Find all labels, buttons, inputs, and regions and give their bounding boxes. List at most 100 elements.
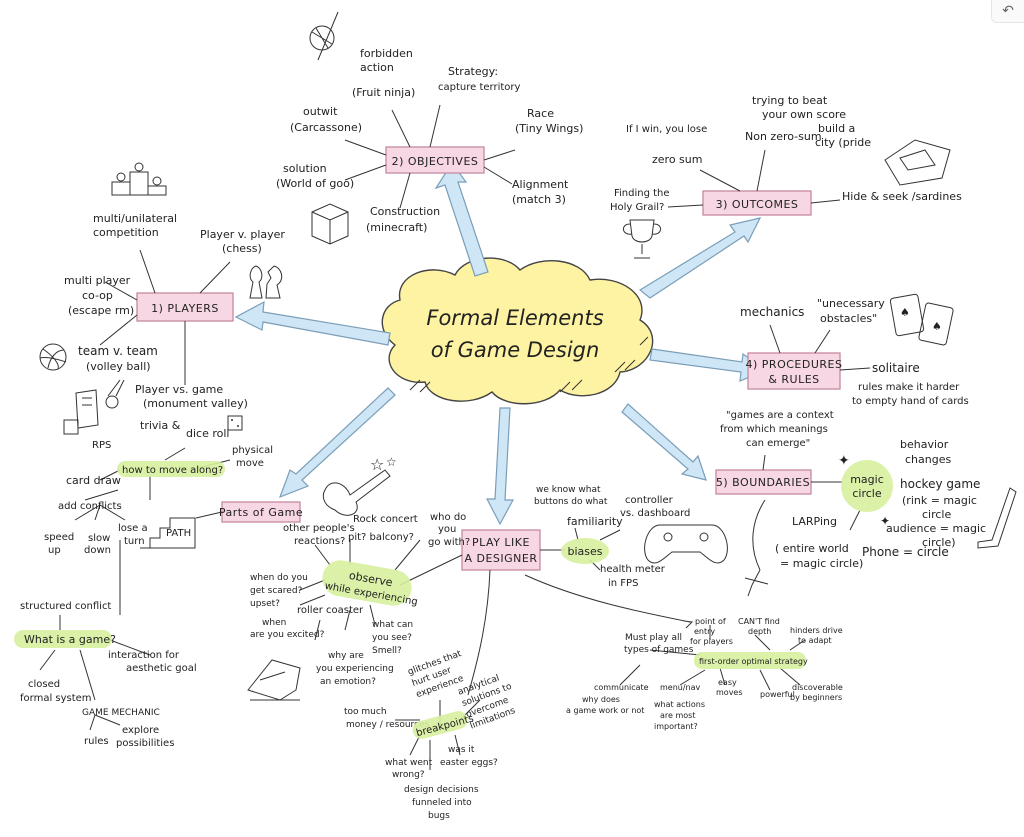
whatgame-interaction-1: interaction for [108, 650, 180, 661]
outcomes-beat-1: trying to beat [752, 94, 828, 107]
objectives-align-1: Alignment [512, 178, 569, 191]
undo-icon: ↶ [1002, 3, 1014, 19]
sparkle-icon-2: ✦ [880, 514, 890, 528]
arrow-to-objectives [434, 161, 489, 277]
boundaries-behavior-2: changes [905, 453, 951, 466]
parts-speed-1: speed [44, 532, 74, 543]
box-parts: Parts of Game [219, 501, 303, 523]
experience-why-2: you experiencing [316, 664, 394, 674]
objectives-race-1: Race [527, 107, 554, 120]
arrow-to-outcomes [638, 217, 762, 299]
parts-conflicts: add conflicts [58, 501, 122, 512]
players-branch: multi/unilateral competition Player v. p… [39, 162, 285, 410]
strategy-mustplay-1: Must play all [625, 633, 682, 643]
experience-branch: ☆☆ other people's reactions? Rock concer… [247, 455, 470, 701]
parts-branch: RPS trivia & dice roll physical move car… [44, 379, 273, 615]
boundaries-context-1: "games are a context [726, 410, 834, 421]
svg-text:♠: ♠ [932, 320, 942, 333]
experience-rock-2: pit? balcony? [348, 532, 414, 543]
path-stairs-icon [140, 517, 196, 549]
box-procedures: 4) PROCEDURES & RULES [746, 352, 843, 390]
outcomes-beat-2: your own score [762, 108, 846, 121]
fruit-slice-icon [309, 11, 339, 61]
experience-scared-1: when do you [250, 573, 308, 583]
experience-highlight [322, 560, 412, 606]
experience-excited-1: when [262, 618, 286, 628]
whatgame-structured: structured conflict [20, 601, 111, 612]
box-objectives: 2) OBJECTIVES [385, 146, 485, 174]
strategy-communicate: communicate [594, 683, 649, 692]
sparkle-icon: ✦ [838, 453, 850, 469]
biases-familiarity: familiarity [567, 515, 623, 528]
outcomes-grail-2: Holy Grail? [610, 202, 664, 213]
experience-why-1: why are [328, 651, 364, 661]
outcomes-zerosum: zero sum [652, 153, 702, 166]
outcomes-nonzero: Non zero-sum [745, 130, 822, 143]
box-outcomes: 3) OUTCOMES [702, 190, 812, 216]
strategy-easy-2: moves [716, 688, 743, 697]
rollercoaster-icon [247, 659, 301, 701]
strategy-cant-2: depth [748, 627, 771, 636]
experience-see-2: you see? [372, 633, 412, 643]
center-cloud: Formal Elements of Game Design [381, 257, 654, 405]
arrow-to-boundaries [621, 403, 707, 481]
experience-see-1: what can [372, 620, 413, 630]
box-outcomes-label: 3) OUTCOMES [716, 198, 799, 211]
objectives-outwit-2: (Carcassone) [290, 121, 362, 134]
strategy-highlight [694, 652, 806, 669]
objectives-forbidden-1: forbidden [360, 47, 413, 60]
hockey-stick-icon [977, 487, 1017, 549]
players-team-2: (volley ball) [86, 360, 151, 373]
strategy-actions-2: are most [660, 711, 695, 720]
arrow-to-designer [486, 407, 515, 526]
outcomes-hide: Hide & seek /sardines [842, 190, 962, 203]
experience-scared-2: get scared? [250, 586, 303, 596]
boundaries-larp: LARPing [792, 515, 837, 528]
experience-why-3: an emotion? [320, 677, 376, 687]
parts-howmove: how to move along? [122, 465, 223, 476]
whatgame-closed-2: formal system [20, 693, 92, 704]
boundaries-phone: Phone = circle [862, 545, 949, 559]
objectives-race-2: (Tiny Wings) [515, 122, 583, 135]
whatgame-rules: rules [84, 736, 109, 747]
rps-icon [63, 379, 125, 435]
whatgame-interaction-2: aesthetic goal [126, 663, 197, 674]
objectives-construct-2: (minecraft) [366, 221, 427, 234]
whatgame-explore-1: explore [122, 725, 159, 736]
objectives-align-2: (match 3) [512, 193, 566, 206]
boundaries-branch: "games are a context from which meanings… [720, 410, 1017, 597]
undo-button[interactable]: ↶ [991, 0, 1024, 23]
boundaries-context-3: can emerge" [746, 438, 810, 449]
box-designer: PLAY LIKE A DESIGNER [461, 529, 541, 571]
breakpoints-highlight [412, 711, 468, 739]
strategy-entry-1: point of [695, 617, 726, 626]
strategy-easy-1: easy [718, 678, 737, 687]
experience-see-3: Smell? [372, 646, 402, 656]
box-procedures-line1: 4) PROCEDURES [746, 358, 843, 371]
svg-text:♠: ♠ [900, 306, 910, 319]
players-multi-1: multi/unilateral [93, 212, 177, 225]
box-boundaries: 5) BOUNDARIES [715, 469, 812, 495]
boundaries-world-2: = magic circle) [780, 557, 863, 570]
strategy-menu: menu/nav [660, 683, 701, 692]
breakpoints-design-3: bugs [428, 811, 450, 821]
objectives-strategy-2: capture territory [438, 82, 521, 93]
experience-who-1: who do [430, 512, 466, 523]
players-team-1: team v. team [78, 344, 158, 358]
strategy-title: first-order optimal strategy [699, 657, 808, 666]
outcomes-branch: trying to beat your own score Non zero-s… [610, 94, 962, 259]
volleyball-icon [39, 343, 67, 371]
boundaries-hockey-2: (rink = magic [902, 494, 977, 507]
strategy-cant-1: CAN'T find [738, 617, 780, 626]
breakpoints-toomuch-2: money / resources [346, 720, 430, 730]
procedures-rules-2: to empty hand of cards [852, 396, 969, 407]
objectives-solution-1: solution [283, 162, 327, 175]
minecraft-block-icon [311, 203, 349, 245]
breakpoints-design-1: design decisions [404, 785, 479, 795]
biases-title: biases [567, 545, 602, 558]
experience-who-2: you [438, 524, 456, 535]
strategy-why-1: why does [582, 695, 620, 704]
strategy-powerful: powerful [760, 690, 795, 699]
center-title-line1: Formal Elements [426, 306, 603, 330]
strategy-why-2: a game work or not [566, 706, 644, 715]
